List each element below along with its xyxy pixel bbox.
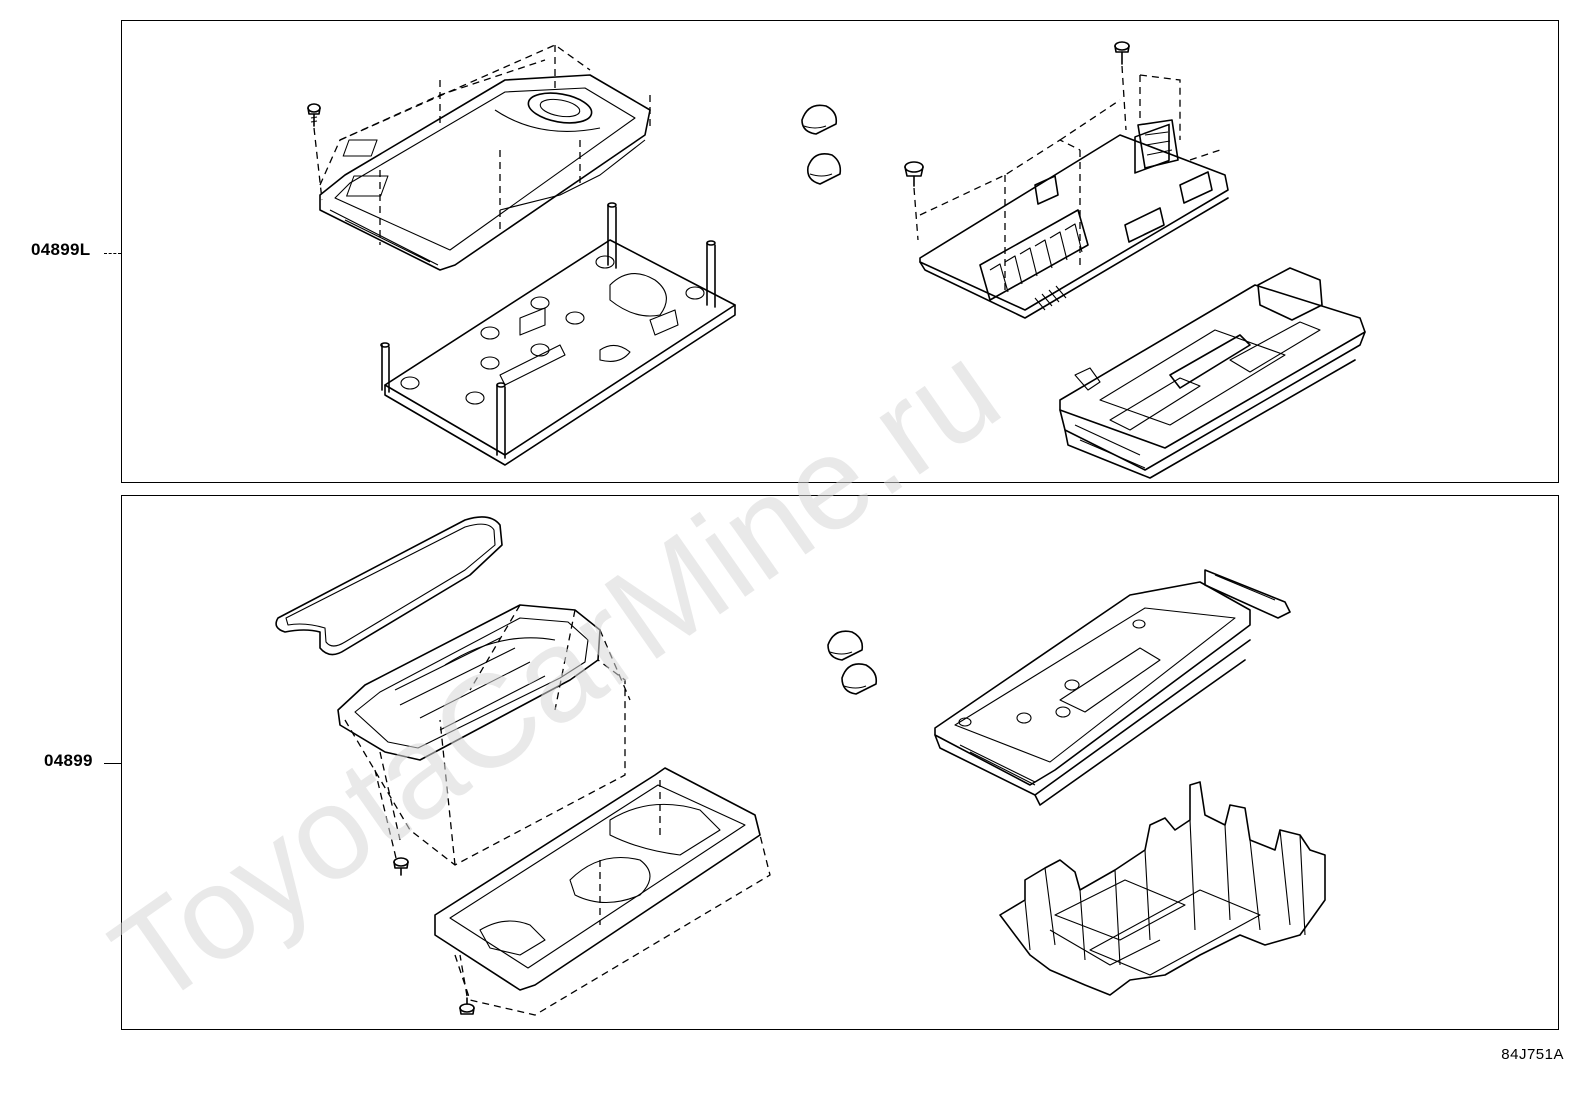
screw-bottom-left-b bbox=[459, 954, 475, 1015]
screw-top-left bbox=[307, 103, 323, 201]
panel-04899 bbox=[121, 495, 1559, 1030]
rubber-cap-pair-top bbox=[801, 104, 842, 185]
circuit-board-assembly bbox=[919, 74, 1229, 319]
spacer-partition-frame bbox=[999, 781, 1326, 996]
diagram-code-label: 84J751A bbox=[1501, 1046, 1564, 1063]
screw-top-right-b bbox=[904, 161, 924, 241]
upper-case-cover bbox=[319, 44, 651, 271]
insulator-tray-top bbox=[1059, 267, 1366, 479]
gasket-seal bbox=[275, 516, 503, 656]
part-callout-04899l[interactable]: 04899L bbox=[31, 240, 91, 259]
panel-04899l bbox=[121, 20, 1559, 483]
screw-bottom-left-a bbox=[374, 769, 409, 876]
rubber-cap-pair-bottom bbox=[827, 630, 878, 695]
insulator-tray-bottom bbox=[934, 569, 1291, 806]
lower-cover-plate bbox=[434, 767, 771, 1016]
leader-line-04899l bbox=[104, 253, 121, 254]
part-callout-04899[interactable]: 04899 bbox=[44, 751, 93, 770]
leader-line-04899 bbox=[104, 763, 121, 764]
meter-case-housing bbox=[337, 604, 631, 866]
lower-support-frame bbox=[380, 202, 736, 466]
screw-top-right-a bbox=[1114, 41, 1130, 131]
